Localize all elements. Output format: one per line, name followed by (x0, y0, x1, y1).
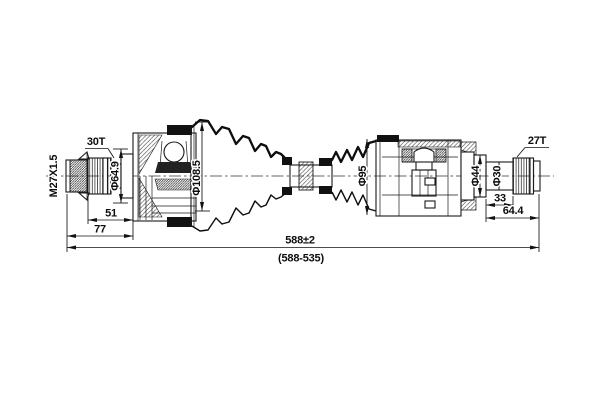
label-overall-length-range: (588-535) (278, 253, 324, 265)
label-overall-length: 588±2 (285, 235, 315, 247)
small-boot-clamp-bottom (319, 186, 332, 194)
inner-race-lower (154, 178, 194, 191)
axle-shaft (289, 158, 333, 194)
boot-clamp-left-bottom (167, 217, 192, 227)
tripod-assembly (401, 147, 447, 197)
left-cv-boot (190, 118, 292, 232)
outer-cv-joint (132, 125, 197, 227)
joint-cap (377, 135, 399, 142)
label-left-boot-diameter: Φ108.5 (191, 160, 203, 195)
label-right-boot-diameter: Φ95 (357, 166, 369, 187)
label-right-ring-diameter: Φ44 (470, 165, 482, 187)
label-left-end-length: 77 (94, 224, 106, 236)
label-left-spline-length: 51 (105, 208, 117, 220)
label-right-spline-teeth: 27T (528, 135, 547, 147)
label-right-end-length: 64.4 (503, 205, 525, 217)
label-right-shaft-length: 33 (494, 193, 506, 205)
label-left-spline-teeth: 30T (87, 136, 106, 148)
right-spline-27t (512, 157, 531, 195)
dimension-lines (66, 121, 549, 252)
small-boot-clamp-top (319, 158, 332, 166)
boot-clamp-left-top (167, 125, 192, 135)
boot-clamp-shaft-top (282, 157, 292, 165)
ball-bearing (163, 141, 185, 163)
boot-clamp-shaft-bottom (282, 187, 292, 195)
label-thread-spec: M27X1.5 (48, 155, 60, 198)
inner-race-upper (155, 162, 193, 173)
left-spline-30t (87, 153, 134, 199)
label-right-shaft-diameter: Φ30 (492, 166, 504, 187)
label-left-flange-diameter: Φ64.9 (110, 161, 122, 191)
dimension-labels: M27X1.5 30T Φ64.9 51 77 Φ108.5 Φ95 Φ44 Φ… (47, 135, 547, 265)
